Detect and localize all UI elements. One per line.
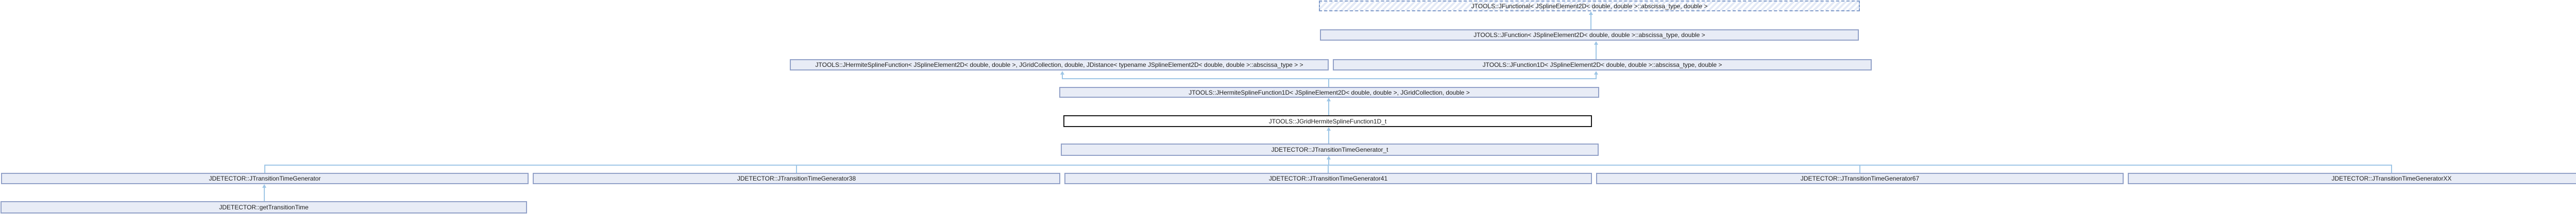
edge-jgrid-to-jhermitesplinefunction1d <box>1328 101 1329 115</box>
node-label: JDETECTOR::JTransitionTimeGenerator_t <box>1271 146 1388 153</box>
inheritance-arrowhead <box>1327 156 1331 159</box>
edge-bus-row3 <box>1062 78 1597 79</box>
node-label: JTOOLS::JGridHermiteSplineFunction1D_t <box>1268 117 1387 125</box>
node-label: JTOOLS::JHermiteSplineFunction1D< JSplin… <box>1189 88 1470 96</box>
edge-jfunction-to-jfunctional <box>1590 14 1591 29</box>
edge-stub-to-jfunction1d <box>1596 74 1597 79</box>
node-jgridhermitesplinefunction1d-t: JTOOLS::JGridHermiteSplineFunction1D_t <box>1063 115 1592 127</box>
node-label: JDETECTOR::JTransitionTimeGenerator <box>209 175 321 182</box>
node-label: JTOOLS::JHermiteSplineFunction< JSplineE… <box>815 61 1303 68</box>
node-label: JDETECTOR::JTransitionTimeGeneratorXX <box>2331 175 2452 182</box>
node-jhermitesplinefunction[interactable]: JTOOLS::JHermiteSplineFunction< JSplineE… <box>790 59 1329 70</box>
inheritance-arrowhead <box>1327 98 1331 101</box>
edge-gettransitiontime-to-jtransitiontimegenerator <box>264 188 265 201</box>
edge-from-jtransitiontimegenerator41 <box>1328 165 1329 173</box>
node-label: JDETECTOR::JTransitionTimeGenerator67 <box>1800 175 1920 182</box>
node-jtransitiontimegenerator67[interactable]: JDETECTOR::JTransitionTimeGenerator67 <box>1596 173 2124 184</box>
edge-from-jtransitiontimegenerator38 <box>796 165 797 173</box>
node-jfunctional[interactable]: JTOOLS::JFunctional< JSplineElement2D< d… <box>1319 1 1860 11</box>
node-jfunction1d[interactable]: JTOOLS::JFunction1D< JSplineElement2D< d… <box>1333 59 1872 70</box>
node-jhermitesplinefunction1d[interactable]: JTOOLS::JHermiteSplineFunction1D< JSplin… <box>1059 87 1599 98</box>
node-jtransitiontimegeneratorxx[interactable]: JDETECTOR::JTransitionTimeGeneratorXX <box>2128 173 2576 184</box>
edge-from-jtransitiontimegeneratorxx <box>2391 165 2392 173</box>
node-label: JDETECTOR::JTransitionTimeGenerator38 <box>737 175 856 182</box>
node-label: JDETECTOR::getTransitionTime <box>219 204 309 211</box>
edge-jfunction1d-to-jfunction <box>1596 44 1597 59</box>
edge-from-jhermitesplinefunction1d <box>1328 78 1329 87</box>
inheritance-arrowhead <box>1589 11 1593 15</box>
inheritance-arrowhead <box>1594 41 1598 45</box>
inheritance-arrowhead <box>262 184 266 188</box>
node-jtransitiontimegenerator[interactable]: JDETECTOR::JTransitionTimeGenerator <box>1 173 529 184</box>
node-jfunction[interactable]: JTOOLS::JFunction< JSplineElement2D< dou… <box>1320 29 1859 41</box>
edge-from-jtransitiontimegenerator <box>264 165 265 173</box>
node-label: JDETECTOR::JTransitionTimeGenerator41 <box>1268 175 1388 182</box>
node-jtransitiontimegenerator38[interactable]: JDETECTOR::JTransitionTimeGenerator38 <box>533 173 1060 184</box>
edge-stub-to-jhermitesplinefunction <box>1062 74 1063 79</box>
node-jtransitiontimegenerator41[interactable]: JDETECTOR::JTransitionTimeGenerator41 <box>1064 173 1592 184</box>
node-gettransitiontime[interactable]: JDETECTOR::getTransitionTime <box>1 201 527 213</box>
inheritance-arrowhead <box>1594 71 1598 75</box>
edge-from-jtransitiontimegenerator67 <box>1859 165 1860 173</box>
node-label: JTOOLS::JFunction< JSplineElement2D< dou… <box>1473 31 1705 39</box>
node-label: JTOOLS::JFunction1D< JSplineElement2D< d… <box>1482 61 1722 68</box>
node-jtransitiontimegenerator-t[interactable]: JDETECTOR::JTransitionTimeGenerator_t <box>1061 144 1599 156</box>
inheritance-arrowhead <box>1060 71 1064 75</box>
edge-stub-to-jtransitiontimegenerator-t <box>1328 159 1329 165</box>
inheritance-arrowhead <box>1327 127 1331 131</box>
node-label: JTOOLS::JFunctional< JSplineElement2D< d… <box>1471 2 1708 10</box>
edge-jtransitiontimegenerator-t-to-jgrid <box>1328 131 1329 144</box>
